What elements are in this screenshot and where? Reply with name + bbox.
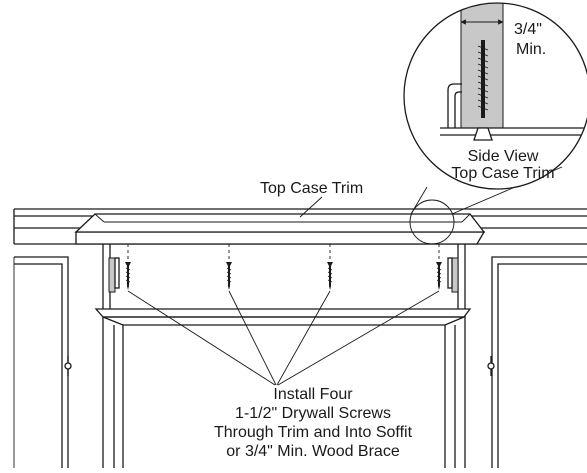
label-side-view-2: Top Case Trim: [451, 165, 554, 182]
right-cabinet-knob: [487, 356, 495, 376]
callout-line-3: Through Trim and Into Soffit: [214, 424, 413, 441]
label-side-view-1: Side View: [468, 148, 539, 165]
label-top-case-trim: Top Case Trim: [260, 180, 363, 197]
screw-4: [436, 244, 442, 290]
screw-2: [226, 244, 232, 290]
top-case-trim: [74, 213, 486, 245]
side-view-inset: [403, 2, 587, 190]
callout-line-4: or 3/4" Min. Wood Brace: [226, 443, 400, 460]
trim-leader-line: [299, 196, 323, 218]
left-cabinet-knob: [64, 356, 72, 376]
callout-line-1: Install Four: [273, 386, 353, 403]
screw-1: [125, 244, 131, 290]
callout-line-2: 1-1/2" Drywall Screws: [235, 405, 391, 422]
right-bracket: [447, 257, 459, 293]
label-dimension-min: Min.: [516, 41, 546, 58]
inset-screw: [473, 40, 493, 141]
callout-leaders: [127, 290, 440, 386]
screw-3: [327, 244, 333, 290]
right-cabinet: [491, 256, 587, 468]
install-callout: Install Four 1-1/2" Drywall Screws Throu…: [214, 386, 413, 460]
center-cabinet: [94, 244, 472, 468]
label-dimension-value: 3/4": [514, 21, 542, 38]
left-bracket: [108, 257, 120, 293]
left-cabinet: [13, 256, 69, 468]
